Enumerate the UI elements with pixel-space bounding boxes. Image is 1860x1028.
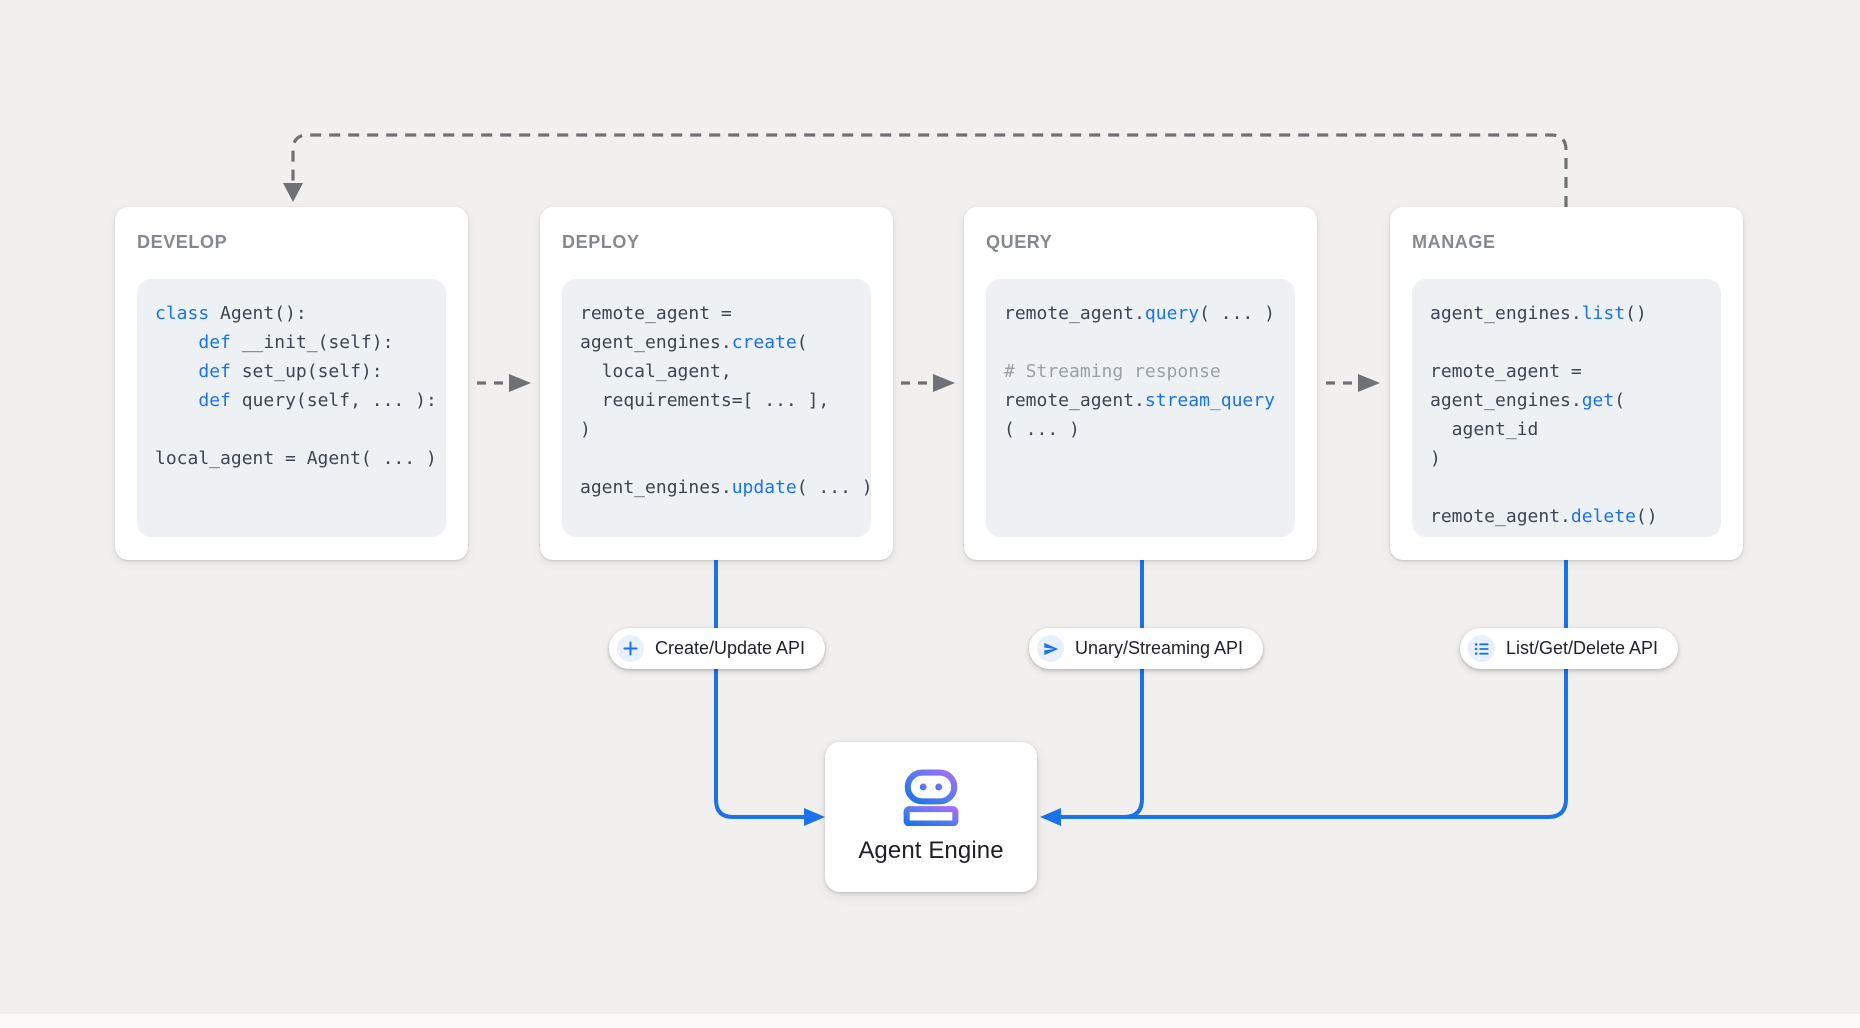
card-deploy: DEPLOY remote_agent = agent_engines.creat…	[540, 207, 893, 560]
code-line: def query(self, ... ):	[198, 390, 437, 411]
card-title: DEVELOP	[137, 232, 228, 252]
flow-arrow-query-manage	[1326, 374, 1380, 392]
code-line: remote_agent =	[1430, 361, 1582, 382]
code-line: # Streaming response	[1004, 361, 1221, 382]
plus-icon	[616, 635, 644, 662]
dashed-loop-line	[291, 133, 1568, 207]
flow-arrow-deploy-query	[901, 374, 955, 392]
blue-line-deploy-to-engine	[714, 560, 825, 826]
code-line: )	[580, 419, 591, 440]
pill-label: List/Get/Delete API	[1505, 638, 1659, 658]
code-line	[580, 444, 871, 473]
bottom-strip	[0, 1014, 1860, 1028]
code-line	[155, 415, 446, 444]
list-icon	[1467, 635, 1495, 662]
pill-label: Unary/Streaming API	[1074, 638, 1244, 658]
flow-arrow-develop-deploy	[477, 374, 531, 392]
code-block: remote_agent = agent_engines.create( loca…	[562, 279, 871, 537]
pill-unary-streaming-api: Unary/Streaming API	[1028, 628, 1264, 669]
card-develop: DEVELOP class Agent(): def __init_(self)…	[115, 207, 468, 560]
code-line: def __init_(self):	[198, 332, 394, 353]
code-line: agent_id	[1430, 419, 1539, 440]
code-line: )	[1430, 448, 1441, 469]
code-line: remote_agent.stream_query	[1004, 390, 1275, 411]
code-line: remote_agent =	[580, 303, 732, 324]
code-line: remote_agent.query( ... )	[1004, 303, 1275, 324]
dashed-loop-arrowhead-icon	[283, 183, 303, 202]
code-line	[1004, 328, 1295, 357]
card-title: MANAGE	[1412, 232, 1496, 252]
card-title: QUERY	[986, 232, 1053, 252]
code-block: class Agent(): def __init_(self): def se…	[137, 279, 446, 537]
code-line	[1430, 473, 1721, 502]
pill-create-update-api: Create/Update API	[608, 628, 826, 669]
code-line: local_agent = Agent( ... )	[155, 448, 437, 469]
agent-engine-label: Agent Engine	[858, 837, 1004, 864]
code-line: requirements=[ ... ],	[580, 390, 830, 411]
pill-label: Create/Update API	[654, 638, 806, 658]
code-line	[1430, 328, 1721, 357]
card-title: DEPLOY	[562, 232, 640, 252]
blue-line-manage-to-engine	[1040, 560, 1568, 826]
code-block: remote_agent.query( ... ) # Streaming re…	[986, 279, 1295, 537]
code-line: agent_engines.list()	[1430, 303, 1647, 324]
code-line: class Agent():	[155, 303, 307, 324]
code-line: def set_up(self):	[198, 361, 383, 382]
card-query: QUERY remote_agent.query( ... ) # Stream…	[964, 207, 1317, 560]
robot-icon	[903, 769, 959, 826]
blue-line-query-to-engine	[1090, 560, 1144, 819]
code-line: remote_agent.delete()	[1430, 506, 1658, 527]
code-line: ( ... )	[1004, 419, 1080, 440]
code-block: agent_engines.list() remote_agent = agent…	[1412, 279, 1721, 537]
code-line: agent_engines.create(	[580, 332, 808, 353]
send-icon	[1036, 635, 1064, 662]
code-line: agent_engines.update( ... )	[580, 477, 871, 498]
code-line: agent_engines.get(	[1430, 390, 1626, 411]
code-line: local_agent,	[580, 361, 732, 382]
pill-list-get-delete-api: List/Get/Delete API	[1459, 628, 1679, 669]
agent-engine-box: Agent Engine	[825, 742, 1037, 892]
card-manage: MANAGE agent_engines.list() remote_agent…	[1390, 207, 1743, 560]
